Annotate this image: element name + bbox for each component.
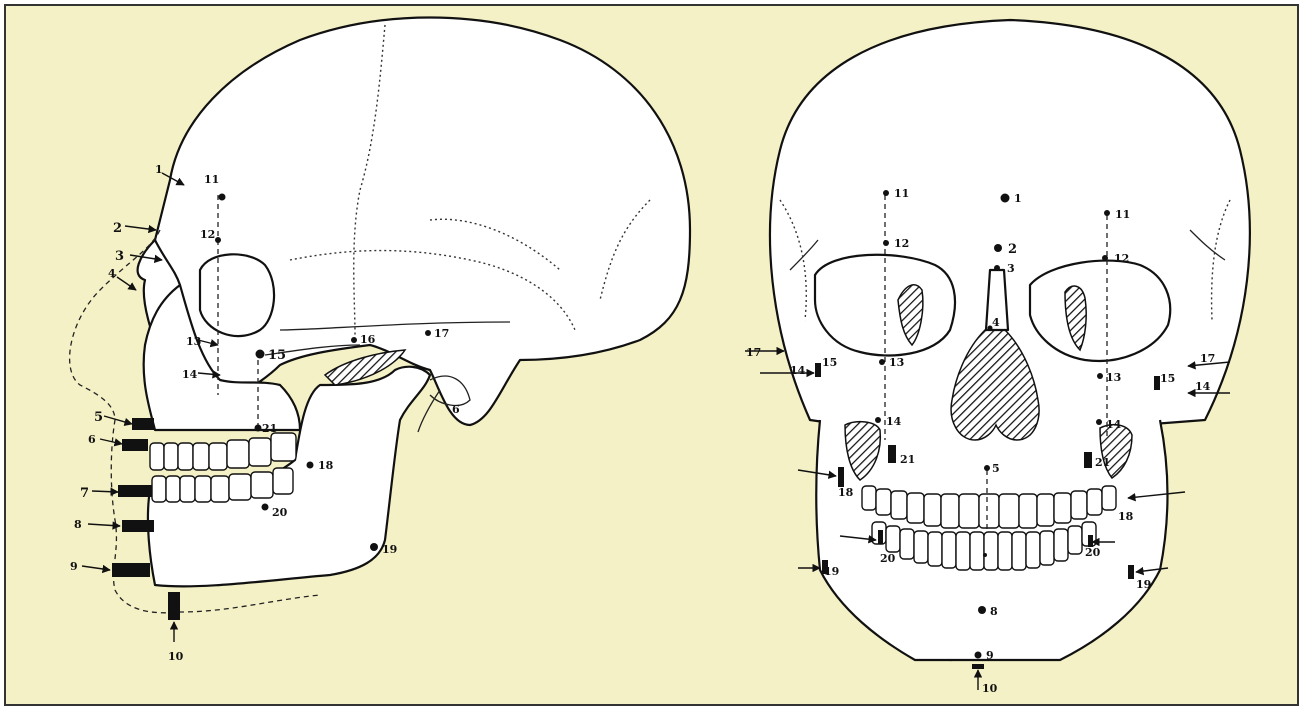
- landmark-point: [351, 337, 357, 343]
- landmark-label: 21: [262, 422, 277, 435]
- landmark-point: [255, 425, 262, 432]
- landmark-label: 10: [982, 682, 998, 695]
- landmark-label: 18: [1118, 510, 1134, 523]
- frontal-orbit-right: [1030, 261, 1170, 361]
- landmark-label: 5: [992, 462, 1000, 475]
- lateral-orbit: [200, 254, 274, 336]
- landmark-label: 20: [272, 506, 288, 519]
- landmark-label: 15: [822, 356, 837, 369]
- landmark-point: [883, 190, 889, 196]
- landmark-label: 20: [1085, 546, 1101, 559]
- landmark-label: 6: [452, 403, 460, 416]
- landmark-label: 15: [268, 348, 286, 363]
- landmark-label: 19: [1136, 578, 1151, 591]
- landmark-label: 20: [880, 552, 896, 565]
- landmark-label: 6: [88, 433, 96, 446]
- landmark-label: 11: [1115, 208, 1130, 221]
- landmark-label: 4: [992, 316, 1000, 329]
- landmark-label: 1: [1014, 192, 1022, 205]
- landmark-label: 3: [115, 249, 124, 264]
- landmark-label: 12: [1114, 252, 1129, 265]
- landmark-point: [425, 330, 431, 336]
- landmark-point: [1096, 419, 1102, 425]
- landmark-point: [219, 194, 226, 201]
- landmark-point: [883, 240, 889, 246]
- landmark-label: 5: [94, 410, 103, 425]
- landmark-point: [1097, 373, 1103, 379]
- landmark-point: [875, 417, 881, 423]
- landmark-point: [262, 504, 269, 511]
- landmark-point: [984, 465, 990, 471]
- landmark-label: 19: [824, 565, 839, 578]
- landmark-label: 8: [74, 518, 82, 531]
- landmark-label: 21: [1095, 456, 1110, 469]
- landmark-label: 15: [1160, 372, 1175, 385]
- landmark-label: 3: [1007, 262, 1015, 275]
- landmark-label: 18: [838, 486, 854, 499]
- landmark-label: 12: [200, 228, 215, 241]
- landmark-point: [975, 652, 982, 659]
- landmark-label: 10: [168, 650, 184, 663]
- landmark-label: 14: [886, 415, 902, 428]
- landmark-point: [370, 543, 378, 551]
- landmark-point: [1001, 194, 1010, 203]
- landmark-label: 16: [360, 333, 376, 346]
- landmark-label: 13: [186, 335, 201, 348]
- landmark-label: 1: [155, 163, 163, 176]
- landmark-label: 2: [113, 221, 122, 236]
- landmark-label: 2: [1008, 242, 1017, 257]
- landmark-label: 21: [900, 453, 915, 466]
- landmark-label: 7: [80, 486, 89, 501]
- landmark-label: 9: [70, 560, 78, 573]
- landmark-label: 17: [746, 346, 761, 359]
- landmark-label: 13: [1106, 371, 1121, 384]
- landmark-label: 12: [894, 237, 909, 250]
- landmark-label: 14: [1106, 418, 1122, 431]
- landmark-point: [983, 553, 987, 557]
- landmark-point: [994, 244, 1002, 252]
- landmark-label: 4: [108, 267, 116, 280]
- landmark-label: 14: [1195, 380, 1211, 393]
- landmark-label: 13: [889, 356, 904, 369]
- landmark-label: 8: [990, 605, 998, 618]
- landmark-point: [1104, 210, 1110, 216]
- landmark-label: 11: [204, 173, 219, 186]
- landmark-point: [994, 265, 1000, 271]
- landmark-label: 17: [434, 327, 449, 340]
- landmark-point: [978, 606, 986, 614]
- landmark-label: 9: [986, 649, 994, 662]
- landmark-label: 19: [382, 543, 397, 556]
- landmark-label: 18: [318, 459, 334, 472]
- landmark-arrow: [92, 491, 118, 492]
- landmark-label: 14: [790, 364, 806, 377]
- landmark-point: [879, 359, 885, 365]
- landmark-label: 11: [894, 187, 909, 200]
- landmark-point: [1102, 255, 1108, 261]
- landmark-label: 14: [182, 368, 198, 381]
- landmark-point: [307, 462, 314, 469]
- landmark-point: [215, 237, 221, 243]
- landmark-point: [256, 350, 265, 359]
- landmark-label: 17: [1200, 352, 1215, 365]
